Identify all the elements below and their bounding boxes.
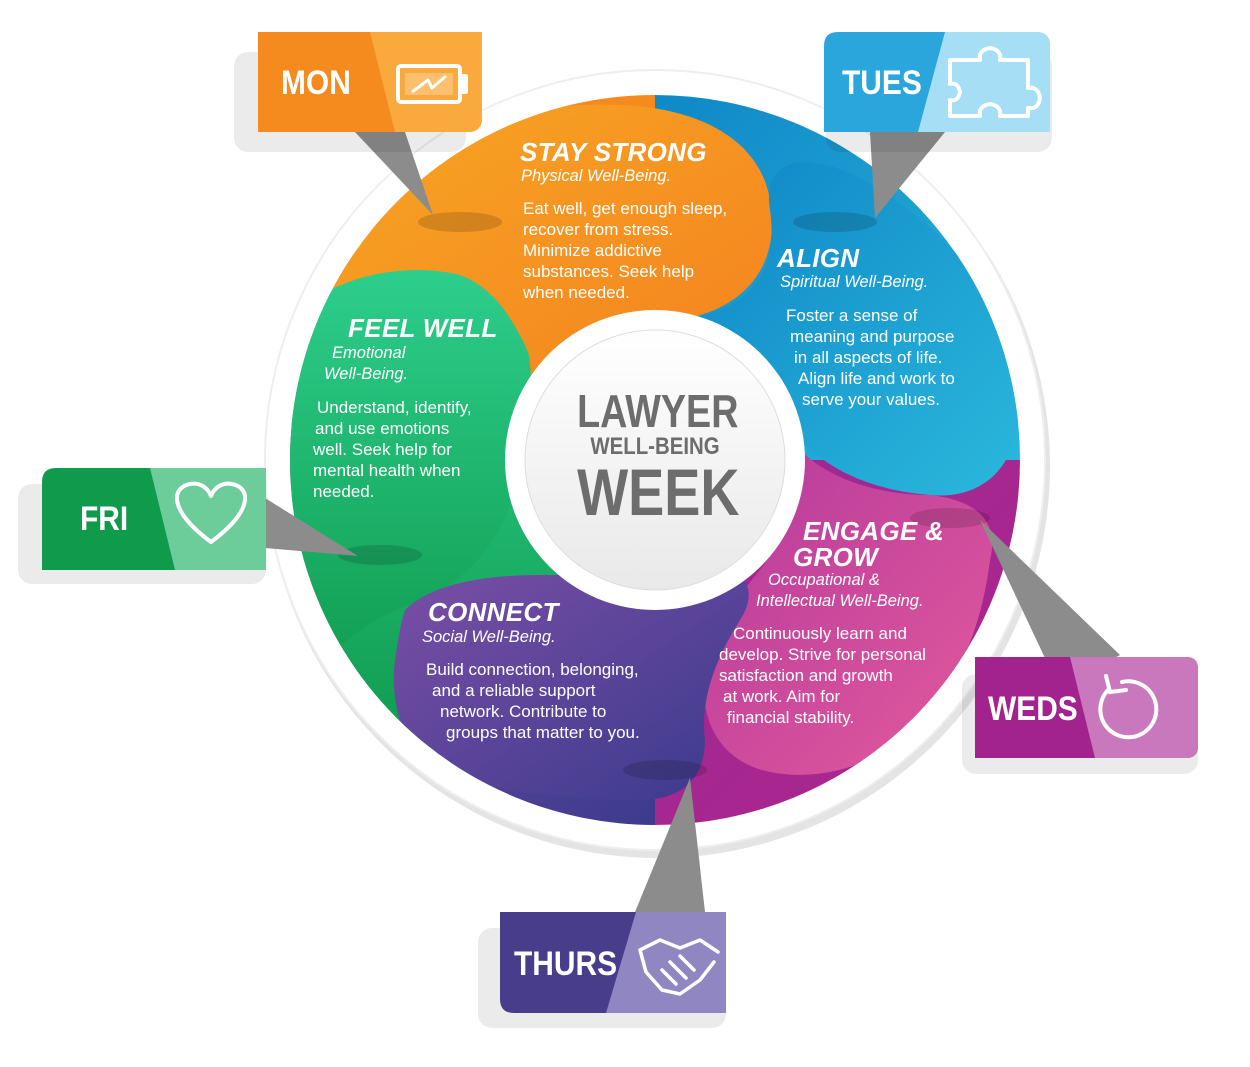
feel-well-line: well. Seek help for [313,440,452,459]
feel-well-line: needed. [313,482,375,501]
connect-line: and a reliable support [432,681,596,700]
connect-body: Build connection, belonging, and a relia… [426,659,640,743]
engage-line: develop. Strive for personal [719,645,926,664]
thurs-pointer [635,778,705,912]
connect-title: CONNECT [428,597,559,627]
fri-pointer [265,498,358,556]
handshake-icon [638,938,720,996]
center-hub [524,329,786,591]
stay-strong-line: Minimize addictive [523,241,662,260]
connect-lobe [393,564,749,800]
weds-pointer-shadow [910,508,990,528]
stay-strong-line: Eat well, get enough sleep, [523,199,728,218]
feel-well-line: mental health when [313,461,461,480]
feel-well-lobe [290,259,532,700]
fri-label: FRI [80,500,129,538]
weds-label: WEDS [988,690,1078,728]
engage-subtitle: Occupational & Intellectual Well-Being. [756,570,924,612]
align-line: serve your values. [802,390,940,409]
engage-subtitle-line: Intellectual Well-Being. [756,592,924,610]
stay-strong-subtitle: Physical Well-Being. [521,167,672,185]
engage-title-line: GROW [793,542,878,572]
feel-well-title: FEEL WELL [348,313,498,343]
mon-pointer-shadow [418,212,502,232]
engage-subtitle-line: Occupational & [768,571,880,589]
engage-lobe [704,450,993,775]
connect-line: groups that matter to you. [446,723,640,742]
engage-title: ENGAGE & GROW [793,518,944,570]
weds-pointer [980,520,1120,690]
tues-label: TUES [842,64,922,102]
feel-well-body: Understand, identify, and use emotions w… [313,397,472,502]
heart-icon [174,481,248,544]
thurs-label: THURS [514,945,618,983]
fri-pointer-shadow [338,545,422,565]
feel-well-line: Understand, identify, [317,398,472,417]
stay-strong-body: Eat well, get enough sleep, recover from… [523,198,727,303]
feel-well-subtitle-line: Well-Being. [324,365,409,383]
thurs-pointer-shadow [623,760,707,780]
align-line: meaning and purpose [790,327,955,346]
refresh-icon [1098,674,1159,740]
center-line-3: WEEK [577,455,740,529]
align-title: ALIGN [777,243,860,273]
align-subtitle: Spiritual Well-Being. [780,273,929,291]
center-line-1: LAWYER [577,385,739,437]
engage-line: at work. Aim for [723,687,841,706]
engage-line: financial stability. [727,708,855,727]
engage-body: Continuously learn and develop. Strive f… [719,623,926,728]
thurs-tag [500,912,726,1013]
feel-well-subtitle-line: Emotional [332,344,406,362]
tues-pointer-shadow [793,212,877,232]
mon-label: MON [281,64,351,102]
mon-pointer [355,132,433,215]
stay-strong-line: when needed. [523,283,630,302]
engage-title-line: ENGAGE & [803,516,945,546]
align-body: Foster a sense of meaning and purpose in… [786,305,955,410]
center-title: LAWYER WELL-BEING WEEK [560,385,750,529]
stay-strong-line: recover from stress. [523,220,674,239]
connect-subtitle: Social Well-Being. [422,628,556,646]
align-line: Align life and work to [798,369,955,388]
feel-well-subtitle: Emotional Well-Being. [324,343,408,385]
connect-line: Build connection, belonging, [426,660,639,679]
stay-strong-line: substances. Seek help [523,262,695,281]
stay-strong-title: STAY STRONG [520,137,707,167]
center-line-2: WELL-BEING [590,433,720,460]
connect-line: network. Contribute to [440,702,607,721]
align-line: Foster a sense of [786,306,918,325]
engage-line: satisfaction and growth [719,666,893,685]
battery-icon [396,64,468,104]
align-lobe [690,162,1020,496]
tues-pointer [870,132,945,218]
feel-well-line: and use emotions [315,419,450,438]
puzzle-piece-icon [948,46,1042,118]
engage-line: Continuously learn and [733,624,907,643]
align-line: in all aspects of life. [794,348,943,367]
